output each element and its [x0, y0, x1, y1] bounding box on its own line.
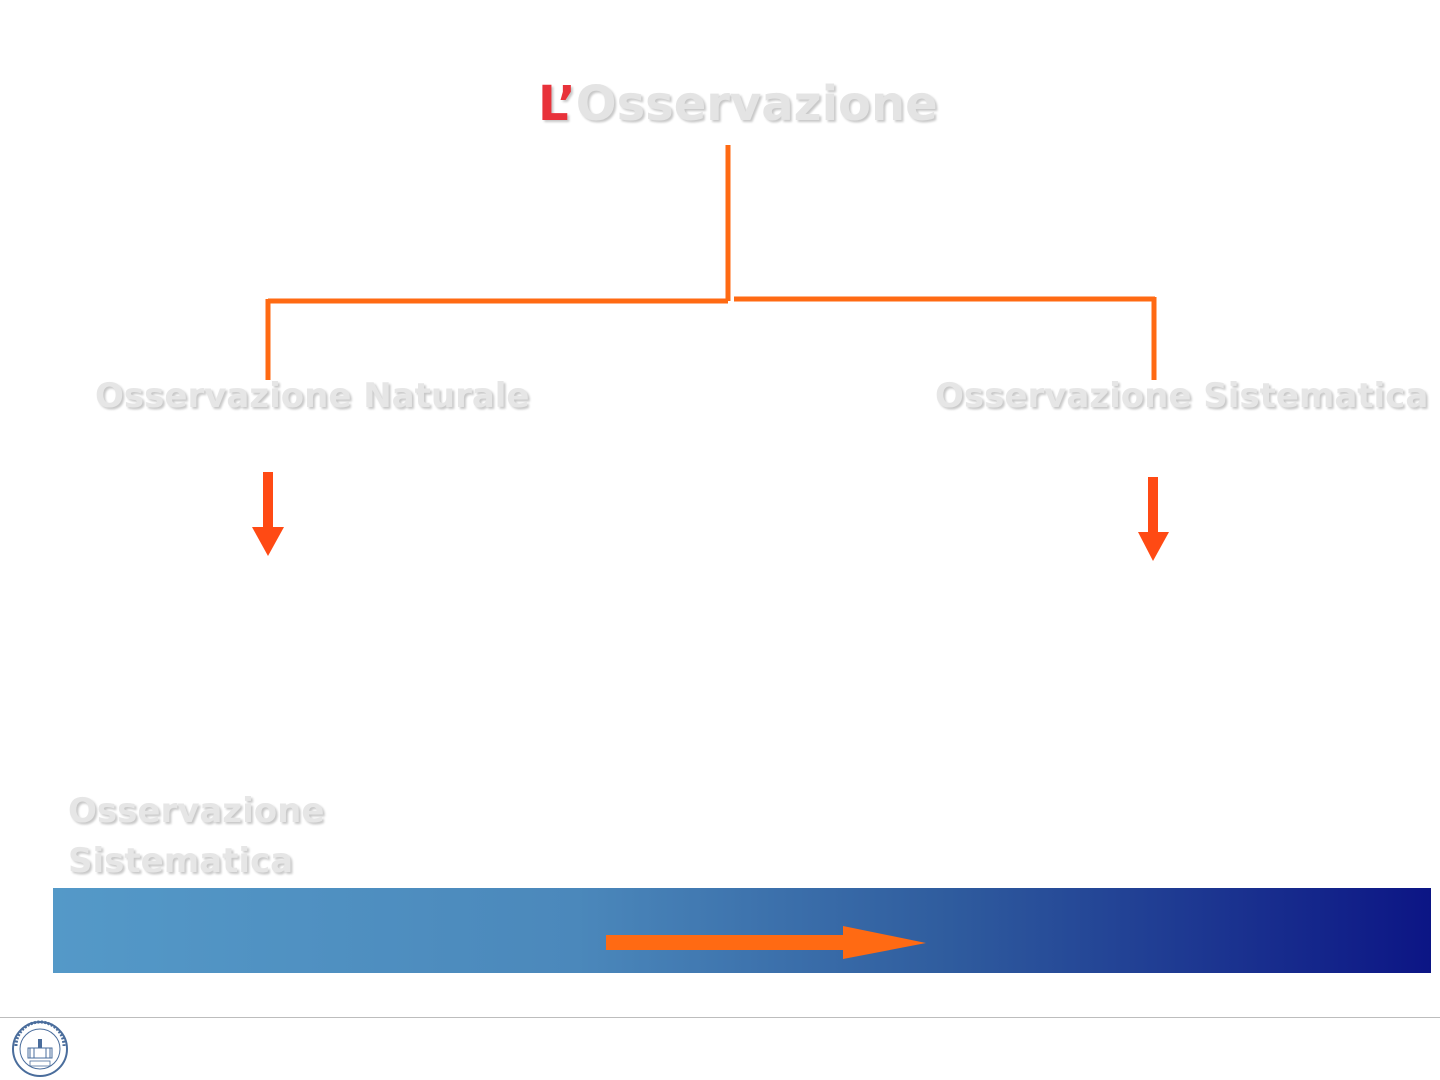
title-main: Osservazione: [575, 76, 938, 132]
diagram-title: L’Osservazione: [538, 76, 938, 132]
footer-divider: [0, 1017, 1440, 1018]
university-seal-icon: [12, 1020, 68, 1077]
bottom-label: Osservazione Sistematica: [68, 786, 324, 886]
bottom-label-line1: Osservazione: [68, 791, 325, 831]
gradient-continuum-bar: [53, 888, 1431, 973]
right-arrow-icon: [606, 926, 926, 959]
node-osservazione-naturale: Osservazione Naturale: [95, 376, 530, 416]
node-osservazione-sistematica: Osservazione Sistematica: [935, 376, 1429, 416]
right-down-arrow-icon: [1138, 477, 1169, 561]
bottom-label-line2: Sistematica: [68, 841, 294, 881]
title-prefix: L’: [538, 76, 576, 132]
left-down-arrow-icon: [252, 472, 284, 556]
